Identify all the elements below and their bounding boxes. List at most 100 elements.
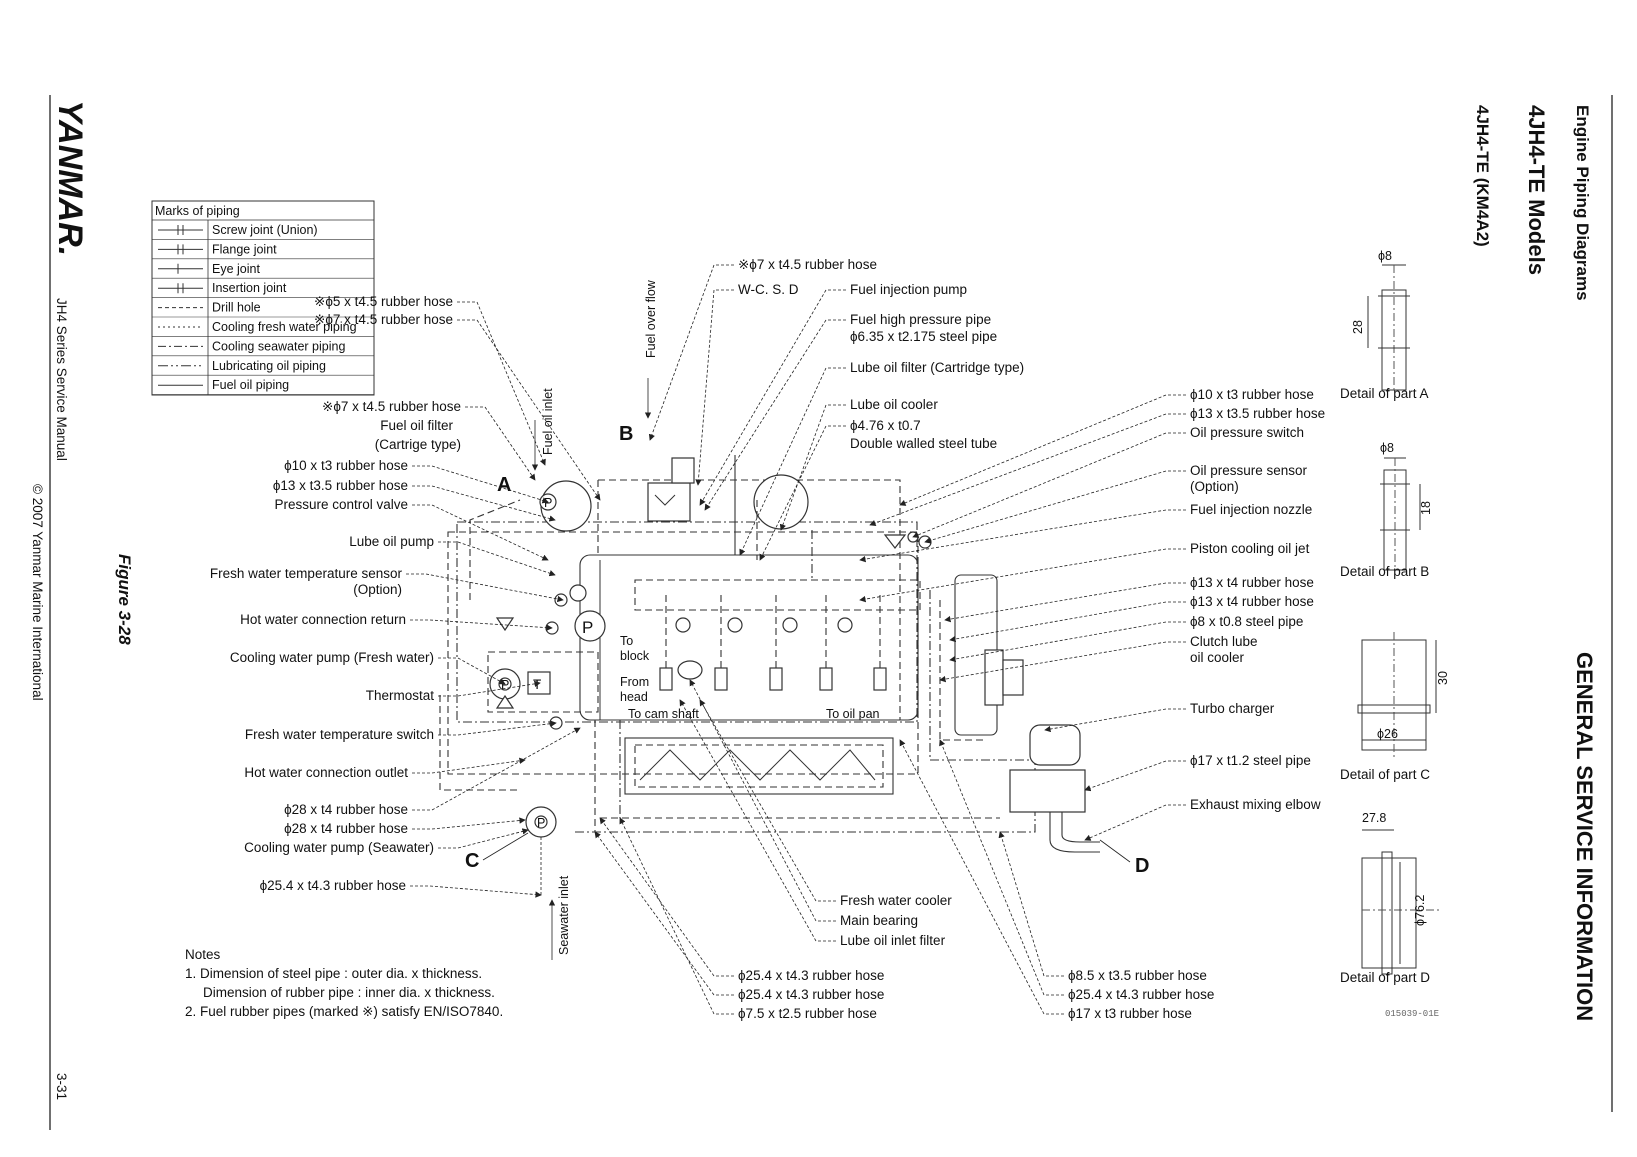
from-head-label-1: From bbox=[620, 675, 649, 689]
label-bottom-3: ϕ25.4 x t4.3 rubber hose bbox=[738, 968, 884, 983]
legend-item-8: Fuel oil piping bbox=[212, 378, 289, 392]
label-right-2: Oil pressure switch bbox=[1190, 425, 1304, 440]
detail-b-dim1: ϕ8 bbox=[1380, 441, 1394, 455]
label-right-10: Clutch lube bbox=[1190, 634, 1258, 649]
label-top-5: Lube oil filter (Cartridge type) bbox=[850, 360, 1024, 375]
label-bottom-6: ϕ8.5 x t3.5 rubber hose bbox=[1068, 968, 1207, 983]
label-top-4: ϕ6.35 x t2.175 steel pipe bbox=[850, 329, 997, 344]
label-left-leader-7 bbox=[412, 504, 549, 561]
label-bottom-leader-5 bbox=[619, 817, 734, 1015]
label-top-2: Fuel injection pump bbox=[850, 282, 967, 297]
label-top-8: Double walled steel tube bbox=[850, 436, 997, 451]
label-right-0: ϕ10 x t3 rubber hose bbox=[1190, 387, 1314, 402]
legend-title: Marks of piping bbox=[155, 204, 240, 218]
label-left-leader-11 bbox=[410, 619, 553, 631]
detail-a-dim1: ϕ8 bbox=[1378, 249, 1392, 263]
label-bottom-0: Fresh water cooler bbox=[840, 893, 952, 908]
yanmar-logo: YANMAR. bbox=[51, 100, 89, 256]
label-bottom-leader-7 bbox=[939, 739, 1064, 996]
label-right-4: (Option) bbox=[1190, 479, 1239, 494]
label-left-9: Fresh water temperature sensor bbox=[210, 566, 403, 581]
label-left-19: ϕ25.4 x t4.3 rubber hose bbox=[260, 878, 406, 893]
cylinder-row bbox=[659, 595, 887, 691]
label-left-leader-19 bbox=[410, 885, 542, 898]
label-left-18: Cooling water pump (Seawater) bbox=[244, 840, 434, 855]
label-right-leader-8 bbox=[949, 601, 1186, 643]
label-bottom-leader-3 bbox=[599, 817, 734, 977]
label-right-8: ϕ13 x t4 rubber hose bbox=[1190, 594, 1314, 609]
notes-line-3: 2. Fuel rubber pipes (marked ※) satisfy … bbox=[185, 1004, 503, 1019]
label-right-leader-6 bbox=[859, 548, 1186, 603]
figure-caption: Figure 3-28 bbox=[115, 554, 134, 645]
label-left-leader-2 bbox=[465, 406, 536, 481]
to-oil-pan-label: To oil pan bbox=[826, 707, 880, 721]
label-right-leader-3 bbox=[924, 470, 1186, 544]
label-right-9: ϕ8 x t0.8 steel pipe bbox=[1190, 614, 1303, 629]
legend-item-0: Screw joint (Union) bbox=[212, 223, 318, 237]
notes-block: Notes 1. Dimension of steel pipe : outer… bbox=[185, 947, 503, 1019]
label-left-7: Pressure control valve bbox=[274, 497, 408, 512]
lube-oil-pump-label: P bbox=[582, 618, 593, 637]
detail-b-dim2: 18 bbox=[1419, 501, 1433, 515]
legend-item-4: Drill hole bbox=[212, 301, 261, 315]
detail-b-caption: Detail of part B bbox=[1340, 564, 1429, 579]
label-top-leader-3 bbox=[704, 319, 846, 511]
label-bottom-leader-2 bbox=[679, 699, 836, 942]
lube-oil-cooler bbox=[753, 474, 809, 530]
label-right-leader-2 bbox=[912, 432, 1186, 538]
fuel-injection-pump bbox=[647, 482, 691, 522]
label-top-6: Lube oil cooler bbox=[850, 397, 938, 412]
label-bottom-leader-1 bbox=[689, 679, 836, 922]
label-top-leader-0 bbox=[648, 264, 734, 441]
label-right-leader-0 bbox=[899, 394, 1186, 506]
label-top-1: W-C. S. D bbox=[738, 282, 799, 297]
fresh-water-cooler bbox=[624, 737, 894, 795]
label-bottom-8: ϕ17 x t3 rubber hose bbox=[1068, 1006, 1192, 1021]
label-right-leader-12 bbox=[1044, 708, 1186, 733]
detail-c-dim1: 30 bbox=[1436, 671, 1450, 685]
label-bottom-5: ϕ7.5 x t2.5 rubber hose bbox=[738, 1006, 877, 1021]
label-left-leader-1 bbox=[457, 319, 601, 501]
label-left-14: Fresh water temperature switch bbox=[245, 727, 434, 742]
detail-c-caption: Detail of part C bbox=[1340, 767, 1430, 782]
label-right-leader-13 bbox=[1084, 760, 1186, 792]
part-letter-b: B bbox=[619, 423, 633, 445]
label-right-12: Turbo charger bbox=[1190, 701, 1275, 716]
detail-d-dim1: 27.8 bbox=[1362, 811, 1386, 825]
label-left-leader-9 bbox=[406, 573, 564, 603]
models-title: 4JH4-TE Models bbox=[1524, 105, 1549, 275]
label-top-leader-2 bbox=[699, 289, 846, 506]
legend-item-5: Cooling fresh water piping bbox=[212, 320, 357, 334]
detail-part-b: ϕ8 18 Detail of part B bbox=[1340, 441, 1433, 579]
detail-c-dim2: ϕ26 bbox=[1377, 727, 1398, 741]
svg-text:P: P bbox=[537, 816, 545, 830]
label-left-leader-14 bbox=[438, 720, 557, 736]
piping-legend: Marks of piping Screw joint (Union)Flang… bbox=[151, 200, 375, 396]
label-right-5: Fuel injection nozzle bbox=[1190, 502, 1312, 517]
part-letter-a: A bbox=[497, 474, 511, 496]
thermostat-label: T bbox=[533, 677, 541, 692]
detail-part-a: ϕ8 28 Detail of part A bbox=[1340, 249, 1429, 401]
to-cam-shaft-label: To cam shaft bbox=[628, 707, 699, 721]
label-left-0: ※ϕ5 x t4.5 rubber hose bbox=[314, 294, 453, 309]
svg-text:P: P bbox=[544, 496, 552, 510]
label-left-leader-18 bbox=[438, 828, 529, 849]
detail-a-dim2: 28 bbox=[1351, 320, 1365, 334]
label-bottom-leader-8 bbox=[899, 739, 1064, 1015]
detail-part-c: 30 ϕ26 Detail of part C bbox=[1340, 632, 1450, 782]
label-left-1: ※ϕ7 x t4.5 rubber hose bbox=[314, 312, 453, 327]
label-bottom-4: ϕ25.4 x t4.3 rubber hose bbox=[738, 987, 884, 1002]
label-right-leader-7 bbox=[944, 582, 1186, 623]
legend-item-7: Lubricating oil piping bbox=[212, 359, 326, 373]
part-letter-d: D bbox=[1135, 855, 1149, 877]
legend-item-2: Eye joint bbox=[212, 262, 260, 276]
detail-a-caption: Detail of part A bbox=[1340, 386, 1429, 401]
to-block-label-2: block bbox=[620, 649, 650, 663]
label-top-leader-1 bbox=[695, 289, 734, 486]
label-bottom-leader-0 bbox=[699, 699, 836, 902]
label-left-leader-16 bbox=[412, 727, 581, 811]
engine-piping-schematic: P P P T P bbox=[439, 455, 1100, 895]
label-left-leader-6 bbox=[412, 485, 556, 522]
exhaust-elbow bbox=[1049, 812, 1100, 853]
label-bottom-7: ϕ25.4 x t4.3 rubber hose bbox=[1068, 987, 1214, 1002]
